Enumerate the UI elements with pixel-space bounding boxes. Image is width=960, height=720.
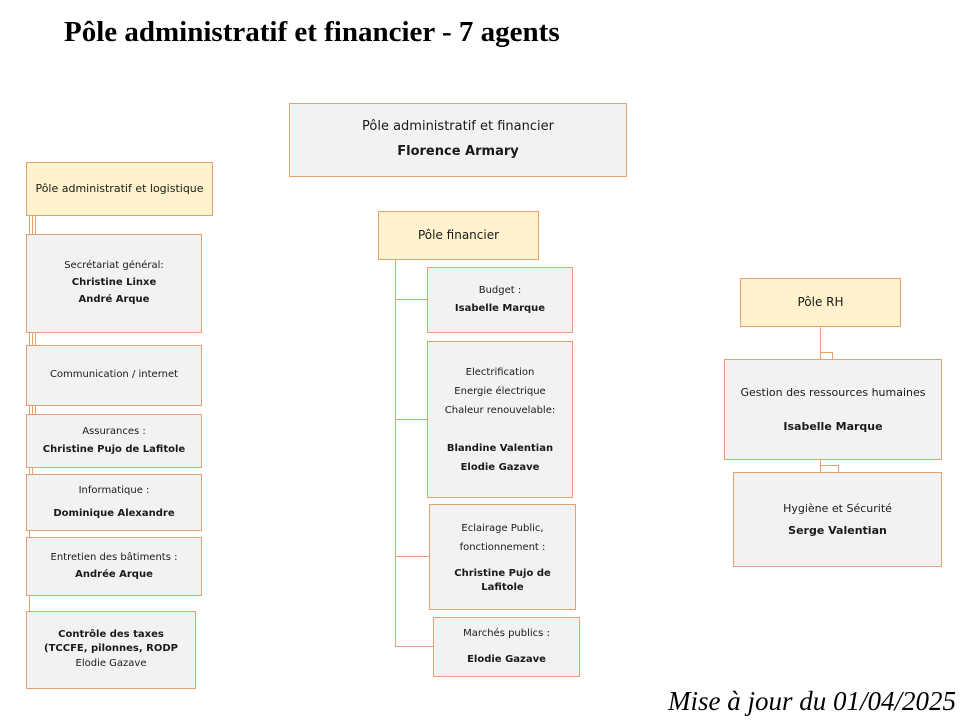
connector-rh-1c <box>832 352 833 359</box>
connector-budget <box>395 299 427 300</box>
pole-financier-box: Pôle financier <box>378 211 539 260</box>
connector-marches <box>395 646 433 647</box>
unit-controle-taxes: Contrôle des taxes (TCCFE, pilonnes, ROD… <box>26 611 196 689</box>
unit-hygiene-securite: Hygiène et Sécurité Serge Valentian <box>733 472 942 567</box>
pole-admin-logistique-label: Pôle administratif et logistique <box>35 182 204 196</box>
connector-admin-trunk-3 <box>35 216 36 466</box>
connector-eclairage <box>395 556 429 557</box>
page-title: Pôle administratif et financier - 7 agen… <box>64 16 560 48</box>
unit-budget: Budget : Isabelle Marque <box>427 267 573 333</box>
pole-admin-logistique-box: Pôle administratif et logistique <box>26 162 213 216</box>
unit-informatique: Informatique : Dominique Alexandre <box>26 474 202 531</box>
pole-financier-label: Pôle financier <box>417 227 500 242</box>
pole-rh-label: Pôle RH <box>797 294 844 309</box>
update-date: Mise à jour du 01/04/2025 <box>668 686 956 716</box>
unit-assurances: Assurances : Christine Pujo de Lafitole <box>26 414 202 468</box>
unit-electrification: Electrification Energie électrique Chale… <box>427 341 573 498</box>
unit-eclairage: Eclairage Public, fonctionnement : Chris… <box>429 504 576 610</box>
top-pole-box: Pôle administratif et financier Florence… <box>289 103 627 177</box>
unit-secretariat: Secrétariat général: Christine Linxe And… <box>26 234 202 333</box>
top-pole-manager: Florence Armary <box>397 144 519 159</box>
connector-rh-1 <box>820 327 821 359</box>
connector-rh-1b <box>820 352 832 353</box>
top-pole-label: Pôle administratif et financier <box>362 119 554 135</box>
connector-financier-trunk <box>395 259 396 647</box>
connector-rh-2c <box>838 465 839 472</box>
unit-marches-publics: Marchés publics : Elodie Gazave <box>433 617 580 677</box>
connector-electrification <box>395 419 427 420</box>
pole-rh-box: Pôle RH <box>740 278 901 327</box>
unit-gestion-rh: Gestion des ressources humaines Isabelle… <box>724 359 942 460</box>
connector-rh-2b <box>820 465 838 466</box>
unit-communication: Communication / internet <box>26 345 202 406</box>
unit-entretien: Entretien des bâtiments : Andrée Arque <box>26 537 202 596</box>
